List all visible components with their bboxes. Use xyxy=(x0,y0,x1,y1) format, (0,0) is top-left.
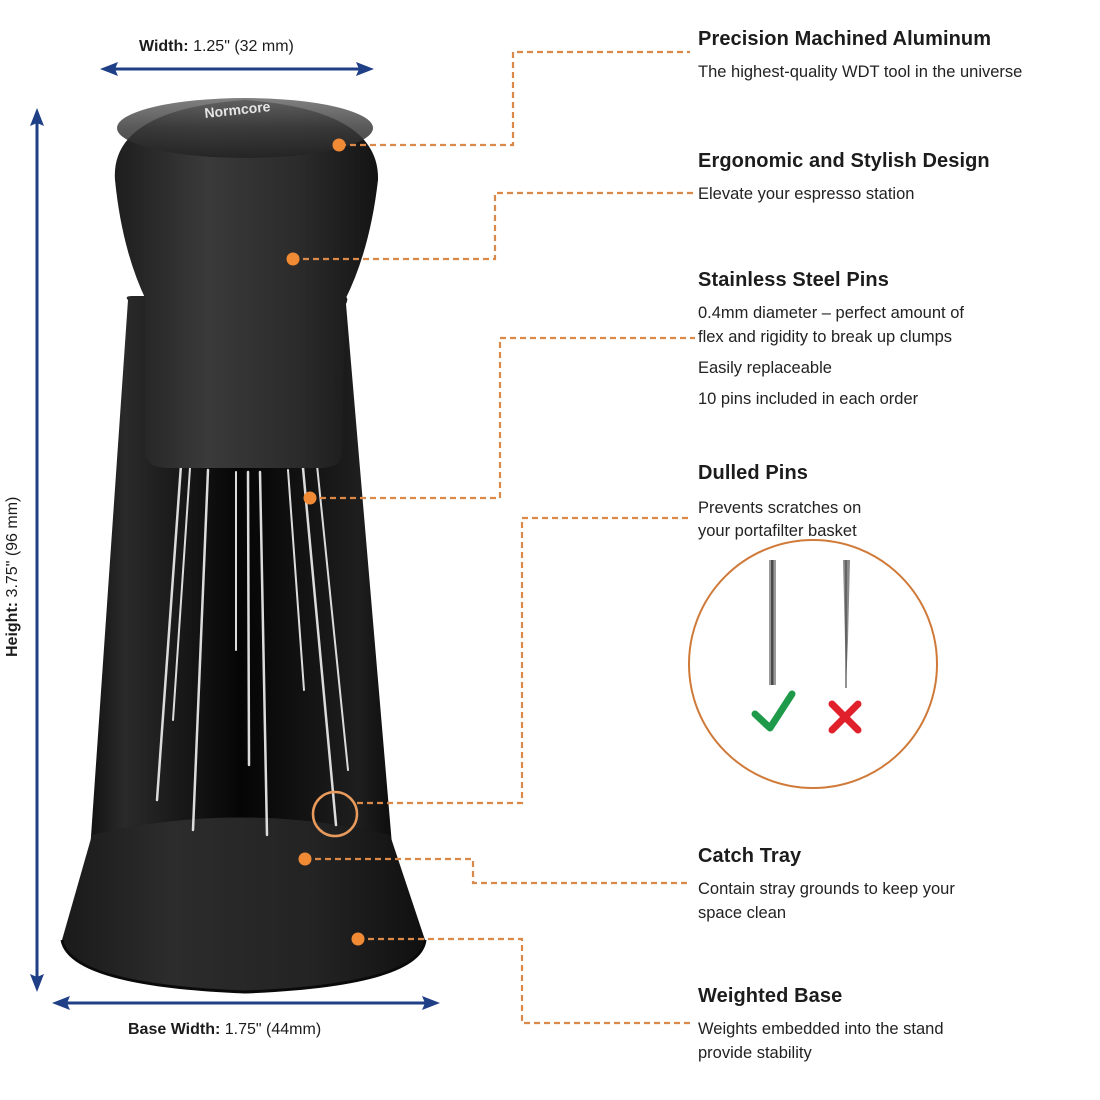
width-label: Width: xyxy=(139,38,189,55)
x-icon xyxy=(828,700,862,734)
feature-title-dulled: Dulled Pins xyxy=(698,462,809,484)
width-value: 1.25" (32 mm) xyxy=(193,38,294,55)
feature-title-ergonomic: Ergonomic and Stylish Design xyxy=(698,150,990,172)
feature-desc-catch-tray-1: Contain stray grounds to keep your xyxy=(698,880,955,898)
width-dimension-label: Width: 1.25" (32 mm) xyxy=(139,38,294,56)
feature-desc-dulled-2: your portafilter basket xyxy=(698,522,857,540)
feature-desc-weighted-base-2: provide stability xyxy=(698,1044,812,1062)
steel-pins xyxy=(155,463,349,837)
feature-desc-ergonomic: Elevate your espresso station xyxy=(698,185,915,203)
height-arrow xyxy=(30,108,44,992)
feature-title-catch-tray: Catch Tray xyxy=(698,845,802,867)
pin-comparison-inset xyxy=(688,539,938,789)
check-icon xyxy=(751,690,796,732)
feature-desc-precision: The highest-quality WDT tool in the univ… xyxy=(698,63,1023,81)
leader-lines xyxy=(293,50,695,1025)
feature-desc-stainless-1: 0.4mm diameter – perfect amount of xyxy=(698,304,964,322)
feature-desc-catch-tray-2: space clean xyxy=(698,904,787,922)
height-label: Height: xyxy=(4,601,21,657)
base-width-value: 1.75" (44mm) xyxy=(224,1021,322,1038)
base-width-dimension-label: Base Width: 1.75" (44mm) xyxy=(128,1021,321,1039)
callout-dots xyxy=(286,138,365,946)
feature-desc-stainless-4: 10 pins included in each order xyxy=(698,390,919,408)
base-width-arrow xyxy=(52,996,440,1010)
height-dimension-label: Height: 3.75" (96 mm) xyxy=(4,497,22,657)
feature-desc-stainless-2: flex and rigidity to break up clumps xyxy=(698,328,953,346)
feature-title-precision: Precision Machined Aluminum xyxy=(698,28,992,50)
handle-cap: Normcore xyxy=(114,98,379,468)
feature-desc-stainless-3: Easily replaceable xyxy=(698,359,832,377)
feature-title-stainless: Stainless Steel Pins xyxy=(698,269,889,291)
feature-desc-weighted-base-1: Weights embedded into the stand xyxy=(698,1020,944,1038)
feature-title-weighted-base: Weighted Base xyxy=(698,985,843,1007)
base-width-label: Base Width: xyxy=(128,1021,221,1038)
height-value: 3.75" (96 mm) xyxy=(4,496,21,598)
pin-tip-ring xyxy=(311,790,359,838)
width-arrow xyxy=(100,62,374,76)
svg-text:Normcore: Normcore xyxy=(204,98,272,121)
feature-desc-dulled-1: Prevents scratches on xyxy=(698,499,862,517)
